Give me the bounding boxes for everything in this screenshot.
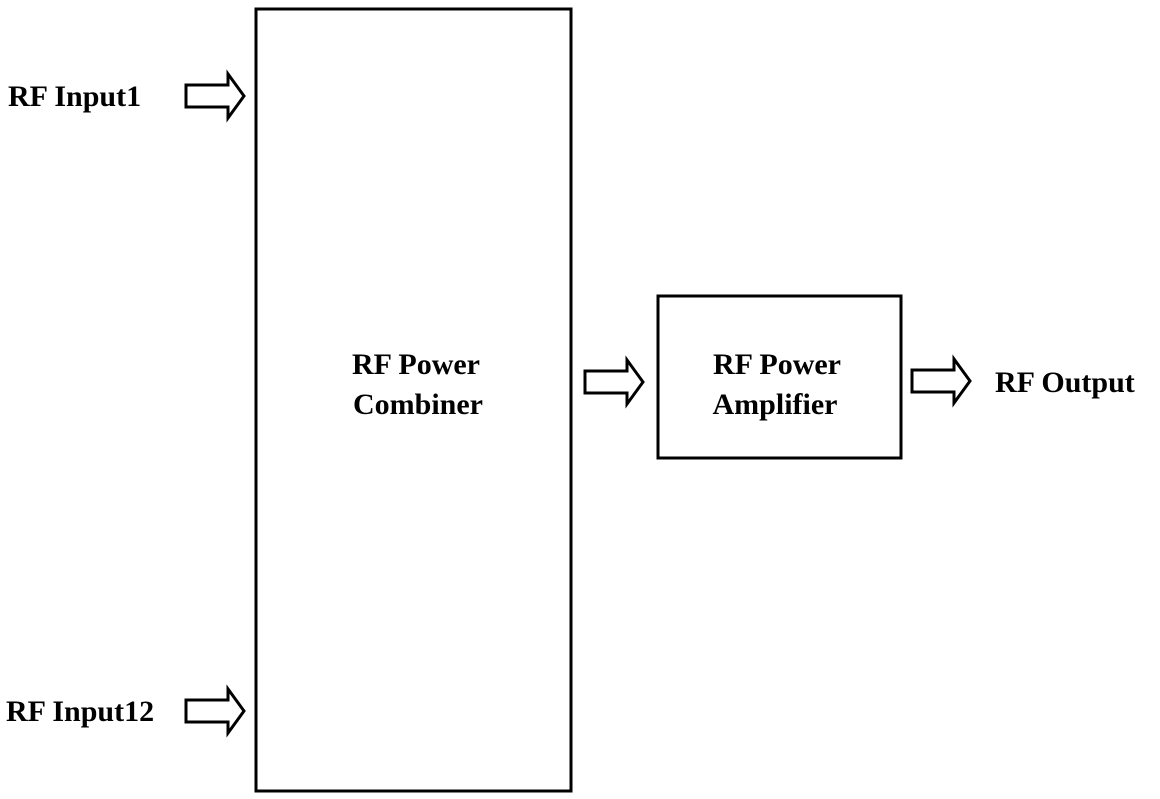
arrow-input1-icon	[184, 69, 246, 123]
combiner-label-line1: RF Power	[352, 348, 480, 381]
arrow-output-icon	[910, 354, 972, 408]
combiner-label-line2: Combiner	[353, 388, 483, 421]
amplifier-label-line1: RF Power	[713, 348, 841, 381]
label-rf-output: RF Output	[995, 366, 1135, 399]
arrow-combiner-to-amplifier-icon	[583, 355, 645, 409]
label-rf-input1: RF Input1	[8, 80, 141, 113]
rf-power-combiner-block	[254, 7, 573, 793]
rf-power-amplifier-block	[656, 294, 903, 460]
arrow-input12-icon	[184, 684, 246, 738]
label-rf-input12: RF Input12	[6, 695, 154, 728]
amplifier-label-line2: Amplifier	[713, 388, 838, 421]
